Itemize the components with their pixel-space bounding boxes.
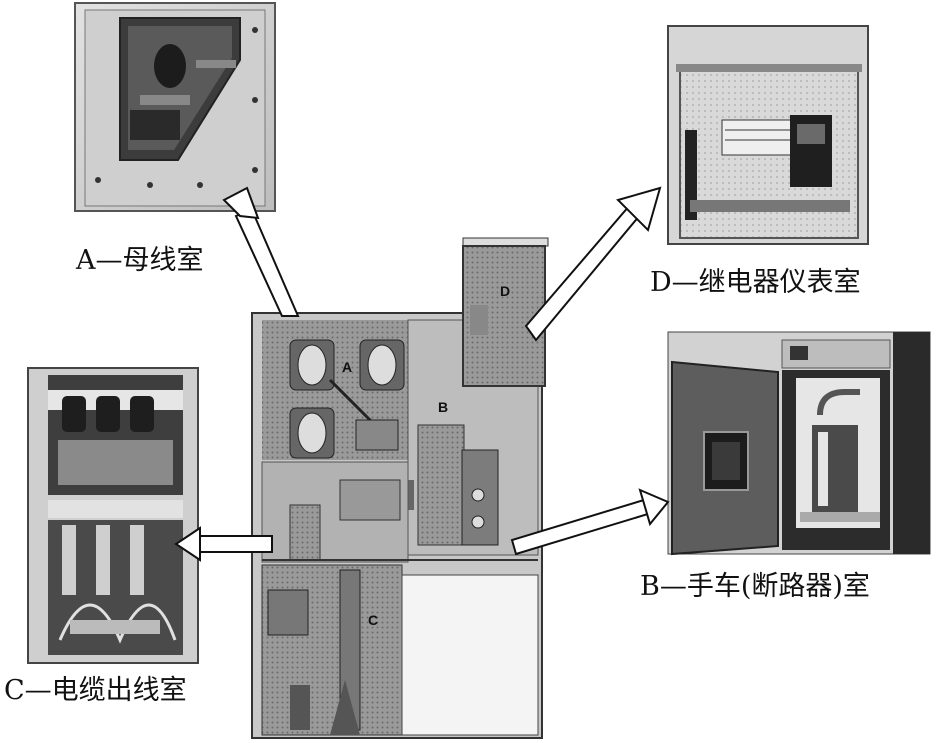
cabinet-letter-d: D xyxy=(500,283,510,299)
cabinet-letter-c: C xyxy=(368,612,378,628)
photo-cable-compartment xyxy=(27,367,199,664)
photo-busbar-compartment xyxy=(74,2,276,212)
cabinet-letter-b: B xyxy=(438,399,448,415)
photo-truck-compartment xyxy=(667,331,931,556)
arrow-to-truck xyxy=(510,488,670,556)
label-cable-compartment: C—电缆出线室 xyxy=(4,675,187,706)
arrow-to-relay xyxy=(524,186,662,342)
cabinet-sectional-view xyxy=(251,237,549,739)
label-truck-compartment: B—手车(断路器)室 xyxy=(640,571,870,602)
photo-relay-compartment xyxy=(667,25,869,245)
label-relay-compartment: D—继电器仪表室 xyxy=(650,267,861,298)
cabinet-compartment-b xyxy=(417,424,465,546)
arrow-to-cable xyxy=(174,526,273,562)
label-busbar-compartment: A—母线室 xyxy=(76,245,204,276)
arrow-to-busbar xyxy=(222,186,300,317)
cabinet-letter-a: A xyxy=(342,359,352,375)
